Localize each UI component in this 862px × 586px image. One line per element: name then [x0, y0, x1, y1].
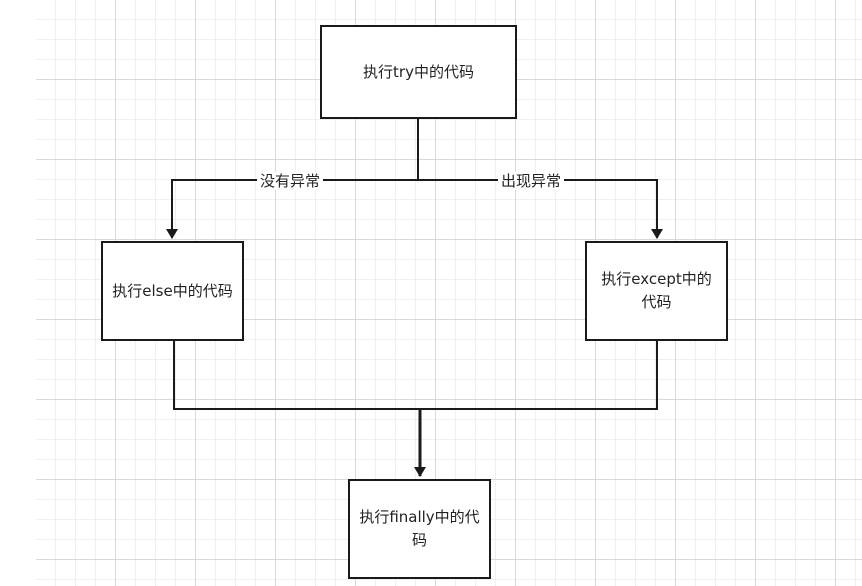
node-except[interactable]: 执行except中的代码 — [585, 241, 728, 341]
node-try-label: 执行try中的代码 — [363, 62, 474, 81]
edge-label-no-exception: 没有异常 — [257, 172, 324, 190]
node-except-label: 执行except中的代码 — [601, 270, 712, 311]
edge-label-exception: 出现异常 — [498, 172, 565, 190]
node-finally[interactable]: 执行finally中的代码 — [348, 479, 491, 579]
node-else-label: 执行else中的代码 — [112, 281, 233, 300]
node-else[interactable]: 执行else中的代码 — [101, 241, 244, 341]
node-finally-label: 执行finally中的代码 — [359, 508, 480, 549]
node-try[interactable]: 执行try中的代码 — [320, 25, 517, 119]
